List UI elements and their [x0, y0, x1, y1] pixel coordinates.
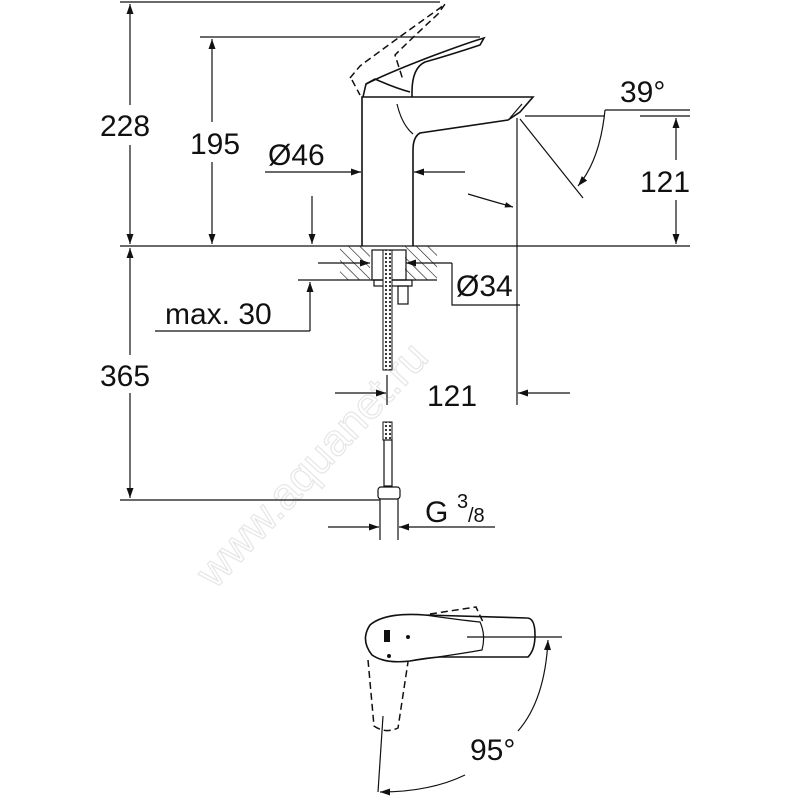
dimension-label: max. 30: [165, 298, 272, 331]
dimension-spout-angle: 39°: [519, 76, 690, 199]
dimension-label: 121: [640, 166, 690, 199]
thread-denominator: /8: [468, 505, 485, 527]
dimension-label: 195: [190, 128, 240, 161]
dimension-label: 121: [427, 380, 477, 413]
dimension-label: 365: [100, 360, 150, 393]
dimension-label: Ø34: [456, 270, 513, 303]
dimension-228: 228: [100, 3, 150, 244]
dimension-diameter-46: Ø46: [265, 139, 465, 176]
dimension-spout-reach: 121: [335, 236, 570, 413]
dimension-195: 195: [190, 39, 240, 244]
watermark: www.aquanet.ru: [186, 333, 438, 598]
dimension-thread-g38: G 3 /8: [328, 491, 495, 531]
dimension-label: 95°: [470, 734, 515, 767]
thread-letter: G: [425, 496, 448, 529]
dimension-365: 365: [100, 248, 150, 498]
dimension-label: 228: [100, 110, 150, 143]
dimension-max-30: max. 30: [155, 196, 340, 332]
dimension-label: Ø46: [268, 139, 325, 172]
thread-numerator: 3: [457, 491, 468, 513]
dimension-diameter-34: Ø34: [318, 259, 520, 306]
dimension-outlet-height: 121: [640, 118, 690, 244]
faucet-side-view: [349, 3, 535, 246]
dimension-label: 39°: [620, 76, 665, 109]
faucet-top-view: 95°: [364, 606, 562, 796]
